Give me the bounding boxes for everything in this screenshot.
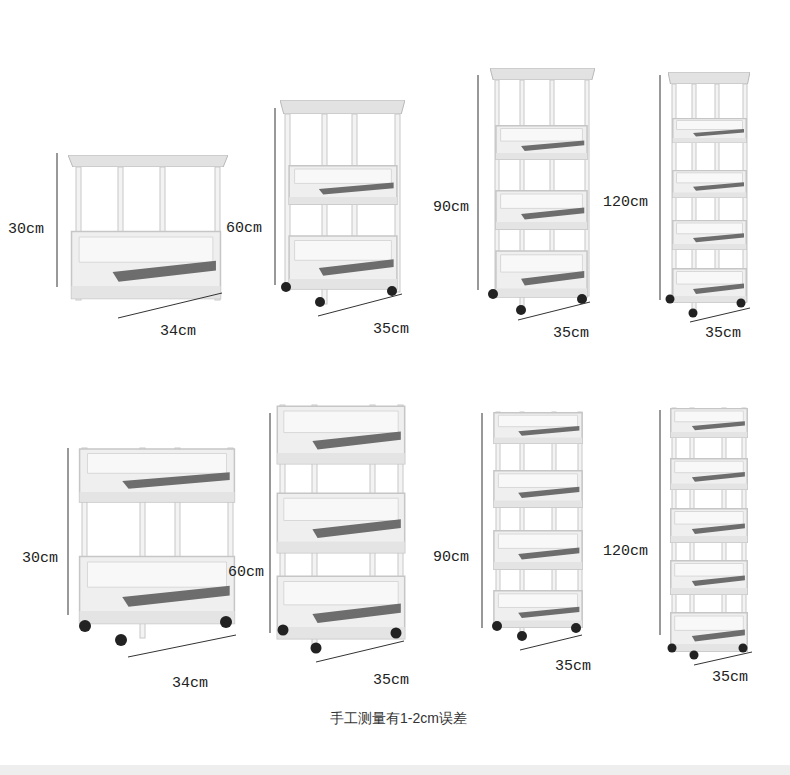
dimension-label: 120cm bbox=[603, 195, 648, 210]
dimension-label: 30cm bbox=[8, 222, 44, 237]
dimension-label: 35cm bbox=[555, 659, 591, 674]
measurement-note: 手工测量有1-2cm误差 bbox=[330, 711, 467, 725]
dimension-label: 34cm bbox=[172, 676, 208, 691]
dimension-label: 60cm bbox=[226, 221, 262, 236]
dimension-label: 34cm bbox=[160, 324, 196, 339]
dimension-label: 120cm bbox=[603, 544, 648, 559]
dimension-label: 60cm bbox=[228, 565, 264, 580]
dimension-label: 90cm bbox=[433, 550, 469, 565]
dimension-label: 35cm bbox=[705, 326, 741, 341]
dimension-label: 90cm bbox=[433, 200, 469, 215]
dimension-label: 35cm bbox=[373, 673, 409, 688]
dimension-label: 35cm bbox=[553, 326, 589, 341]
dimension-label: 35cm bbox=[373, 322, 409, 337]
dimension-label: 30cm bbox=[22, 551, 58, 566]
dimension-label: 35cm bbox=[712, 670, 748, 685]
